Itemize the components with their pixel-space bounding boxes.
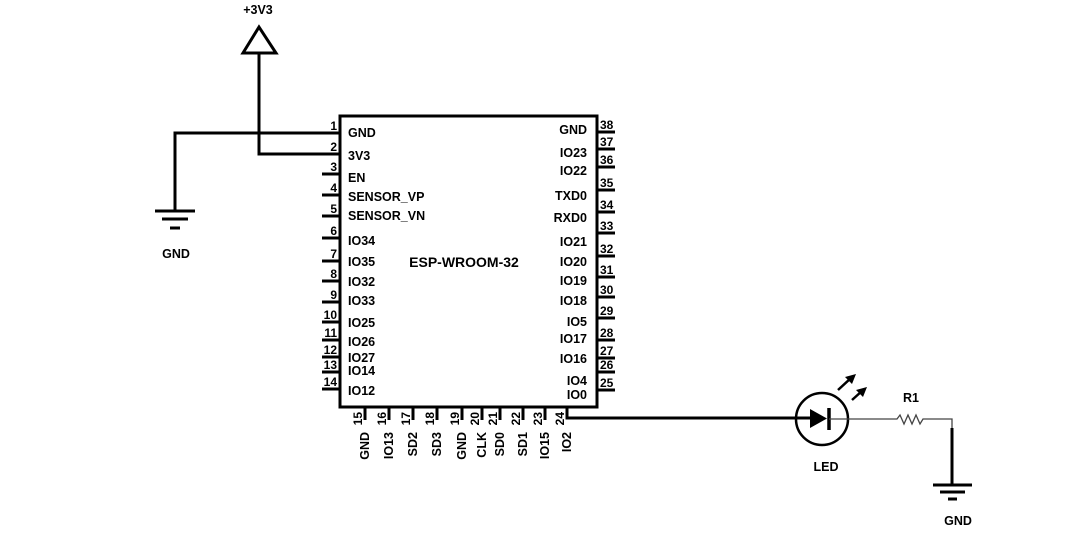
pin-number: 9 <box>330 288 337 302</box>
pin-label: TXD0 <box>555 189 587 203</box>
resistor-icon <box>862 413 953 485</box>
power-symbol-icon <box>240 24 279 55</box>
ground-left-icon <box>155 209 195 230</box>
pin-number: 13 <box>324 358 338 372</box>
pin-number: 22 <box>509 412 523 426</box>
pin-label: IO2 <box>560 432 574 452</box>
ground-right-icon <box>933 483 972 501</box>
ground-right-label: GND <box>944 514 972 528</box>
pin-number: 34 <box>600 198 614 212</box>
pin-label: IO25 <box>348 316 375 330</box>
pin-number: 14 <box>324 375 338 389</box>
pin-label: IO4 <box>567 374 587 388</box>
pin-number: 32 <box>600 242 614 256</box>
pin-label: EN <box>348 171 365 185</box>
pin-number: 6 <box>330 224 337 238</box>
pin-label: IO12 <box>348 384 375 398</box>
pin-label: RXD0 <box>554 211 587 225</box>
pin-label: IO5 <box>567 315 587 329</box>
pin-label: 3V3 <box>348 149 370 163</box>
power-label: +3V3 <box>243 3 273 17</box>
pin-number: 21 <box>486 412 500 426</box>
pin-number: 38 <box>600 118 614 132</box>
pin-number: 27 <box>600 344 614 358</box>
pin-number: 25 <box>600 376 614 390</box>
pin-label: GND <box>559 123 587 137</box>
pin-label: IO0 <box>567 388 587 402</box>
pin-label: IO15 <box>538 432 552 459</box>
pin-number: 29 <box>600 304 614 318</box>
pin-label: GND <box>348 126 376 140</box>
pin-number: 33 <box>600 219 614 233</box>
pin-number: 28 <box>600 326 614 340</box>
pin-label: IO21 <box>560 235 587 249</box>
led-icon <box>794 374 867 447</box>
pin-label: IO26 <box>348 335 375 349</box>
pin-label: IO16 <box>560 352 587 366</box>
pin-number: 18 <box>423 412 437 426</box>
pin-label: SD0 <box>493 432 507 456</box>
pin-number: 8 <box>330 267 337 281</box>
pin-number: 19 <box>448 412 462 426</box>
pin-number: 15 <box>351 412 365 426</box>
pin-number: 26 <box>600 358 614 372</box>
pin-number: 7 <box>330 247 337 261</box>
pin-label: SENSOR_VP <box>348 190 424 204</box>
pin-label: IO22 <box>560 164 587 178</box>
pin-label: IO13 <box>382 432 396 459</box>
led-label: LED <box>814 460 839 474</box>
pin-number: 31 <box>600 263 614 277</box>
pin-label: SENSOR_VN <box>348 209 425 223</box>
wire-io2-led <box>565 407 796 420</box>
pin-number: 37 <box>600 135 614 149</box>
pin-number: 11 <box>324 326 337 340</box>
pin-label: CLK <box>475 432 489 458</box>
pin-number: 12 <box>324 343 338 357</box>
chip-name: ESP-WROOM-32 <box>409 254 519 270</box>
pin-label: IO35 <box>348 255 375 269</box>
pin-label: IO34 <box>348 234 375 248</box>
pin-label: IO19 <box>560 274 587 288</box>
pin-label: SD3 <box>430 432 444 456</box>
pin-label: IO18 <box>560 294 587 308</box>
pin-number: 5 <box>330 202 337 216</box>
pin-number: 1 <box>330 119 337 133</box>
pin-label: SD2 <box>406 432 420 456</box>
pin-label: GND <box>455 432 469 460</box>
pin-number: 36 <box>600 153 614 167</box>
pin-number: 23 <box>531 412 545 426</box>
pin-label: IO33 <box>348 294 375 308</box>
pin-number: 30 <box>600 283 614 297</box>
pin-number: 24 <box>553 412 567 426</box>
pin-label: IO27 <box>348 351 375 365</box>
pin-number: 3 <box>330 160 337 174</box>
pin-number: 35 <box>600 176 614 190</box>
pin-label: IO32 <box>348 275 375 289</box>
pin-label: SD1 <box>516 432 530 456</box>
pin-number: 4 <box>330 181 337 195</box>
pin-label: IO14 <box>348 364 375 378</box>
pin-number: 20 <box>468 412 482 426</box>
pin-label: IO20 <box>560 255 587 269</box>
wire-3v3 <box>257 53 322 156</box>
pin-number: 17 <box>399 412 413 426</box>
pin-label: IO23 <box>560 146 587 160</box>
resistor-label: R1 <box>903 391 919 405</box>
pin-label: IO17 <box>560 332 587 346</box>
ground-left-label: GND <box>162 247 190 261</box>
pin-number: 16 <box>375 412 389 426</box>
wire-gnd-left <box>173 131 322 210</box>
pin-number: 2 <box>330 140 337 154</box>
pin-number: 10 <box>324 308 338 322</box>
pin-label: GND <box>358 432 372 460</box>
